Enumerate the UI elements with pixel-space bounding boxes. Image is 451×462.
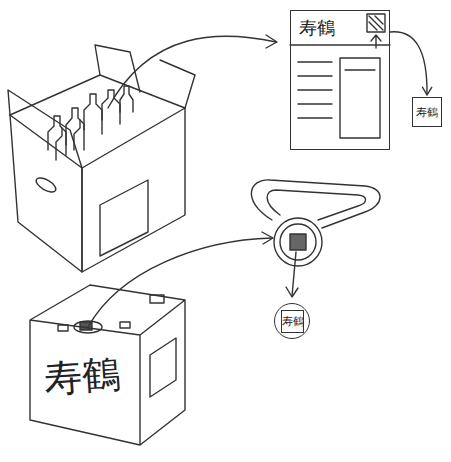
- leader-line: [88, 238, 272, 327]
- arrow-head: [262, 232, 273, 244]
- arrow-head: [266, 35, 277, 48]
- open-box: [8, 45, 195, 272]
- brand-text: 寿鶴: [282, 316, 304, 327]
- arrow-head: [286, 287, 298, 297]
- leader-arrow: [108, 36, 276, 108]
- brand-text: 寿鶴: [43, 355, 121, 398]
- small-label: 寿鶴: [412, 97, 442, 127]
- document-detail: [290, 14, 390, 138]
- leader-arrow: [292, 252, 296, 296]
- brand-text: 寿鶴: [299, 19, 335, 37]
- closed-box: 寿鶴: [25, 280, 190, 450]
- connector-arrow: [390, 32, 432, 95]
- ring-handle: [251, 180, 380, 266]
- label-sheet: 寿鶴: [290, 10, 390, 150]
- round-label: 寿鶴: [274, 303, 310, 339]
- brand-text: 寿鶴: [416, 107, 438, 118]
